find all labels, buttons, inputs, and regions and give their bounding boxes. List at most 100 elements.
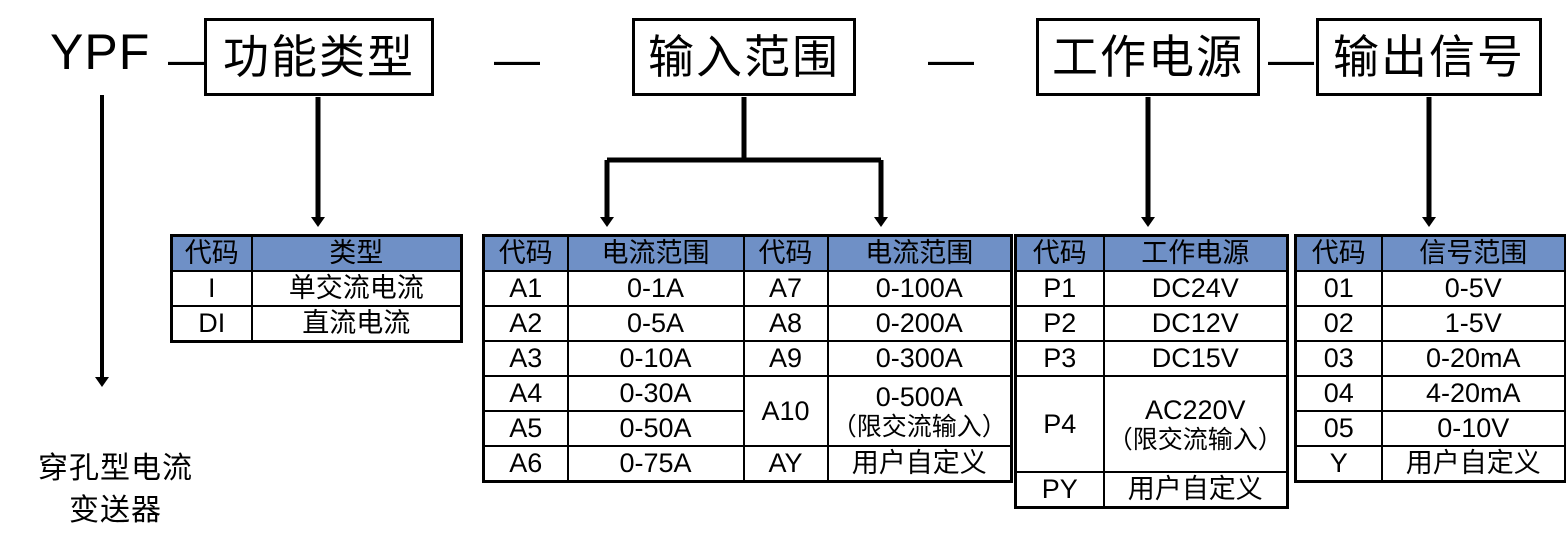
cell-code: A9 [742,340,829,377]
cell-value: 0-5V [1380,270,1566,307]
cell-code: DI [170,305,253,343]
cell-code: P4 [1014,375,1105,473]
cell-code: P1 [1014,270,1105,307]
cell-value-multiline: 0-500A （限交流输入） [826,375,1013,447]
cell-value: 用户自定义 [1102,471,1289,509]
th-input-code-left: 代码 [482,234,569,272]
cell-code: 01 [1294,270,1383,307]
th-power-value: 工作电源 [1102,234,1289,272]
segment-power-supply[interactable]: 工作电源 [1036,18,1260,96]
segment-input-range-label: 输入范围 [648,31,840,83]
cell-value: DC24V [1102,270,1289,307]
cell-code: 05 [1294,410,1383,447]
cell-value: 0-10A [566,340,745,377]
model-code-row: YPF — 功能类型 — 输入范围 — 工作电源 — 输出信号 [0,8,1566,100]
cell-value: 0-10V [1380,410,1566,447]
table-row: P2 DC12V [1014,305,1289,342]
th-function-code: 代码 [170,234,253,272]
cell-code: 02 [1294,305,1383,342]
table-row: PY 用户自定义 [1014,471,1289,509]
cell-value: 0-100A [826,270,1013,307]
cell-value-note: （限交流输入） [831,412,1007,441]
cell-value: 0-300A [826,340,1013,377]
table-row: 代码 类型 [170,234,463,272]
table-row: DI 直流电流 [170,305,463,343]
table-row: A6 0-75A AY 用户自定义 [482,445,1013,483]
cell-value: 0-5A [566,305,745,342]
cell-value: 0-75A [566,445,745,483]
cell-value: 0-50A [566,410,745,447]
cell-value: 0-200A [826,305,1013,342]
th-output-range: 信号范围 [1380,234,1566,272]
table-row: 02 1-5V [1294,305,1566,342]
th-power-code: 代码 [1014,234,1105,272]
table-output-signal: 代码 信号范围 01 0-5V 02 1-5V 03 0-20mA 04 4-2… [1294,234,1566,483]
cell-value: DC12V [1102,305,1289,342]
cell-code: A10 [742,375,829,447]
table-input-range: 代码 电流范围 代码 电流范围 A1 0-1A A7 0-100A A2 0-5… [482,234,1013,483]
cell-code: A4 [482,375,569,412]
table-row: A5 0-50A [482,410,1012,447]
cell-value: 0-1A [566,270,745,307]
table-row: A2 0-5A A8 0-200A [482,305,1013,342]
cell-value: 1-5V [1380,305,1566,342]
cell-code: A3 [482,340,569,377]
cell-code: A2 [482,305,569,342]
table-row: 代码 信号范围 [1294,234,1566,272]
cell-code: Y [1294,445,1383,483]
cell-code: A7 [742,270,829,307]
separator-dash-2: — [494,33,540,85]
cell-value: DC15V [1102,340,1289,377]
table-row: 05 0-10V [1294,410,1566,447]
table-row: A4 0-30A A10 0-500A （限交流输入） [482,375,1013,447]
segment-power-supply-label: 工作电源 [1052,31,1244,83]
cell-code: A5 [482,410,569,447]
cell-code: PY [1014,471,1105,509]
product-caption-line1: 穿孔型电流 [38,452,193,485]
cell-value: 4-20mA [1380,375,1566,412]
cell-code: P2 [1014,305,1105,342]
table-row: I 单交流电流 [170,270,463,307]
table-row: A1 0-1A A7 0-100A [482,270,1013,307]
cell-code: A8 [742,305,829,342]
cell-code: 03 [1294,340,1383,377]
cell-value-multiline: AC220V （限交流输入） [1102,375,1289,473]
table-row: 01 0-5V [1294,270,1566,307]
table-function-type: 代码 类型 I 单交流电流 DI 直流电流 [170,234,463,343]
separator-dash-3: — [928,33,974,85]
product-caption-line2: 变送器 [69,494,162,527]
cell-code: A1 [482,270,569,307]
table-row: 04 4-20mA [1294,375,1566,412]
table-row: P1 DC24V [1014,270,1289,307]
table-power-supply: 代码 工作电源 P1 DC24V P2 DC12V P3 DC15V P4 AC… [1014,234,1289,509]
cell-value: 直流电流 [250,305,463,343]
table-row: Y 用户自定义 [1294,445,1566,483]
table-row: 代码 工作电源 [1014,234,1289,272]
table-row: A3 0-10A A9 0-300A [482,340,1013,377]
table-row: 代码 电流范围 代码 电流范围 [482,234,1013,272]
cell-value: 0-20mA [1380,340,1566,377]
segment-function-type-label: 功能类型 [223,31,415,83]
cell-value-main: AC220V [1144,394,1246,425]
cell-value-note: （限交流输入） [1107,425,1283,454]
model-prefix: YPF [50,24,151,80]
segment-input-range[interactable]: 输入范围 [632,18,856,96]
cell-code: I [170,270,253,307]
th-input-range-right: 电流范围 [826,234,1013,272]
cell-value: 用户自定义 [1380,445,1566,483]
th-output-code: 代码 [1294,234,1383,272]
table-row: P4 AC220V （限交流输入） [1014,375,1289,473]
cell-value: 用户自定义 [826,445,1013,483]
th-input-code-right: 代码 [742,234,829,272]
cell-value-main: 0-500A [875,381,963,412]
table-row: 03 0-20mA [1294,340,1566,377]
cell-code: P3 [1014,340,1105,377]
segment-function-type[interactable]: 功能类型 [204,18,434,96]
th-function-type: 类型 [250,234,463,272]
cell-code: AY [742,445,829,483]
cell-value: 单交流电流 [250,270,463,307]
separator-dash-4: — [1268,33,1314,85]
segment-output-signal[interactable]: 输出信号 [1316,18,1542,96]
table-row: P3 DC15V [1014,340,1289,377]
